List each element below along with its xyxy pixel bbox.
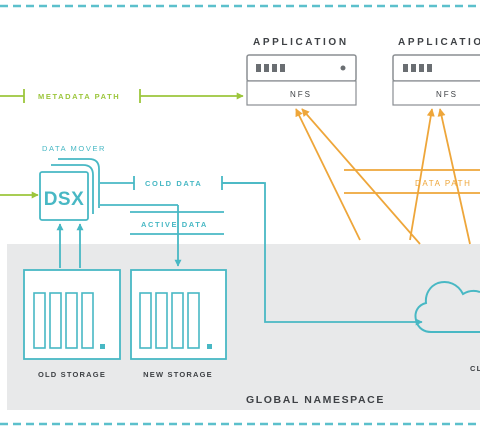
new-storage-drive xyxy=(187,292,200,349)
old-storage-drive xyxy=(33,292,46,349)
old-storage-drive xyxy=(81,292,94,349)
dsx-label: DSX xyxy=(44,189,85,210)
cold-data-path xyxy=(100,176,423,326)
new-storage-drive xyxy=(171,292,184,349)
application-1-slot xyxy=(280,64,285,72)
active-data-label: ACTIVE DATA xyxy=(141,220,208,229)
global-namespace-label: GLOBAL NAMESPACE xyxy=(246,394,385,406)
application-1-label: APPLICATION xyxy=(253,37,349,48)
application-1-slot xyxy=(264,64,269,72)
old-storage-drive xyxy=(49,292,62,349)
cloud-icon xyxy=(414,281,480,333)
old-storage-drive xyxy=(65,292,78,349)
nfs-1-box xyxy=(246,80,357,106)
application-1: APPLICATION NFS xyxy=(246,37,357,106)
application-1-slot xyxy=(256,64,261,72)
old-storage-label: OLD STORAGE xyxy=(38,370,106,379)
nfs-2-box xyxy=(392,80,480,106)
new-storage-drive xyxy=(155,292,168,349)
dsx-node xyxy=(39,158,100,221)
data-mover-label: DATA MOVER xyxy=(42,144,106,153)
nfs-1-label: NFS xyxy=(290,90,312,99)
cold-data-label: COLD DATA xyxy=(145,179,202,188)
application-2: APPLICATION NFS xyxy=(392,37,480,106)
new-storage-drive xyxy=(139,292,152,349)
application-1-slot xyxy=(272,64,277,72)
application-2-slot xyxy=(403,64,408,72)
active-data-path xyxy=(100,204,224,267)
new-storage xyxy=(130,269,227,360)
metadata-path-label: METADATA PATH xyxy=(38,92,120,101)
old-storage xyxy=(23,269,121,360)
cloud-label: CL xyxy=(470,364,480,373)
old-to-dsx-arrows xyxy=(56,223,84,268)
metadata-path: METADATA PATH xyxy=(0,89,244,199)
application-1-server xyxy=(246,54,357,82)
data-path-arrow xyxy=(409,108,435,241)
data-path-label: DATA PATH xyxy=(415,179,471,188)
application-2-slot xyxy=(427,64,432,72)
application-2-label: APPLICATION xyxy=(398,37,480,48)
old-storage-led xyxy=(100,344,105,349)
dsx-box xyxy=(39,171,89,221)
data-path-arrow xyxy=(295,108,361,241)
data-path-arrow xyxy=(437,108,471,245)
new-storage-led xyxy=(207,344,212,349)
data-path xyxy=(295,108,480,245)
data-path-arrow xyxy=(301,108,421,245)
application-1-led xyxy=(340,65,346,71)
nfs-2-label: NFS xyxy=(436,90,458,99)
application-2-slot xyxy=(419,64,424,72)
application-2-slot xyxy=(411,64,416,72)
old-storage-box xyxy=(23,269,121,360)
new-storage-label: NEW STORAGE xyxy=(143,370,213,379)
